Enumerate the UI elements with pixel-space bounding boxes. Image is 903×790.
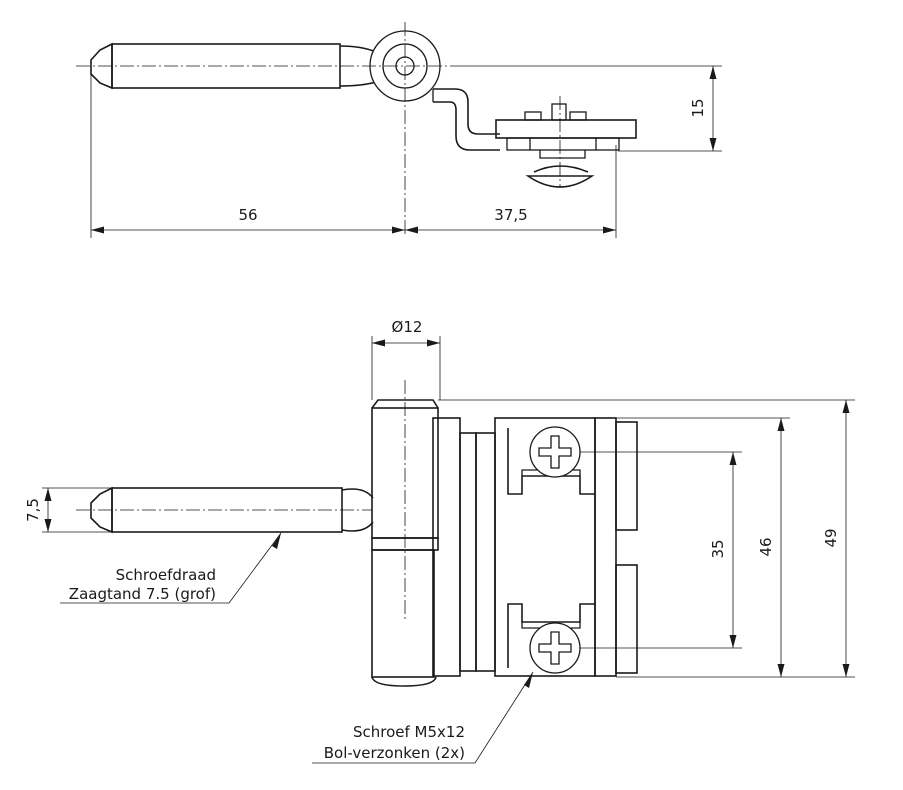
dim-line-37-5: [405, 226, 616, 234]
top-arm: [432, 88, 500, 151]
front-view: Ø12 7,5 35 46 49: [24, 318, 855, 764]
top-plate: [495, 103, 637, 188]
dim-line-49: [842, 400, 850, 677]
dim-line-diameter: [372, 339, 440, 347]
dim-line-35: [729, 452, 737, 648]
dim-diameter-label: Ø12: [392, 318, 423, 336]
upper-screw: [529, 426, 581, 478]
dim-37-5-label: 37,5: [494, 206, 527, 224]
thread-label-line1: Schroefdraad: [116, 566, 216, 584]
screw-label-line2: Bol-verzonken (2x): [324, 744, 465, 762]
top-view: 56 37,5 15: [76, 22, 722, 238]
dim-line-46: [777, 418, 785, 677]
dim-7-5-label: 7,5: [24, 498, 42, 522]
screw-leader: [312, 671, 534, 764]
dim-46-label: 46: [757, 537, 775, 556]
dim-49-label: 49: [822, 528, 840, 547]
dim-15-label: 15: [689, 98, 707, 117]
thread-label-line2: Zaagtand 7.5 (grof): [69, 585, 216, 603]
dim-line-56: [91, 226, 405, 234]
lower-screw: [529, 622, 581, 674]
dim-line-7-5: [44, 488, 52, 532]
screw-label-line1: Schroef M5x12: [353, 723, 465, 741]
dim-line-15: [709, 66, 717, 151]
thread-leader: [60, 532, 282, 604]
dim-35-label: 35: [709, 539, 727, 558]
dim-56-label: 56: [238, 206, 257, 224]
